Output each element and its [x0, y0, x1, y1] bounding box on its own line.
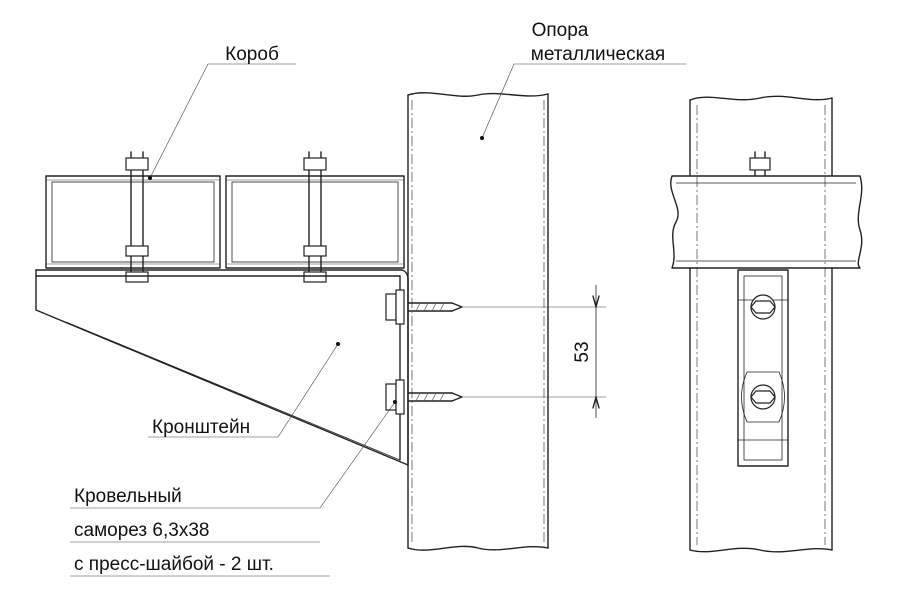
screw-upper: [385, 289, 463, 325]
tray-stud-left: [125, 151, 149, 283]
label-samorez-line3: с пресс-шайбой - 2 шт.: [74, 554, 274, 575]
label-korob: Короб: [225, 44, 279, 65]
leader-korob: [148, 63, 296, 180]
leader-opora: [480, 63, 686, 140]
screw-lower: [385, 379, 463, 415]
screw-head-lower-front: [741, 371, 785, 423]
metal-pole-front: [689, 95, 833, 553]
cable-tray-front: [670, 151, 863, 269]
leader-samorez: [70, 400, 397, 577]
label-opora-line1: Опора: [532, 20, 589, 41]
tray-stud-right: [303, 151, 327, 283]
leader-kronshtein: [148, 342, 340, 438]
screw-head-upper-front: [750, 294, 776, 320]
bracket: [35, 269, 409, 466]
label-kronshtein: Кронштейн: [152, 417, 250, 438]
label-samorez-line2: саморез 6,3х38: [74, 520, 209, 541]
metal-pole-side: [407, 92, 549, 551]
dimension-bolt-spacing: 53: [462, 285, 606, 418]
label-samorez-line1: Кровельный: [74, 486, 182, 507]
cable-tray-right: [225, 175, 405, 269]
cable-tray-left: [45, 175, 221, 269]
label-opora-line2: металлическая: [531, 44, 665, 65]
dimension-label: 53: [572, 341, 593, 362]
